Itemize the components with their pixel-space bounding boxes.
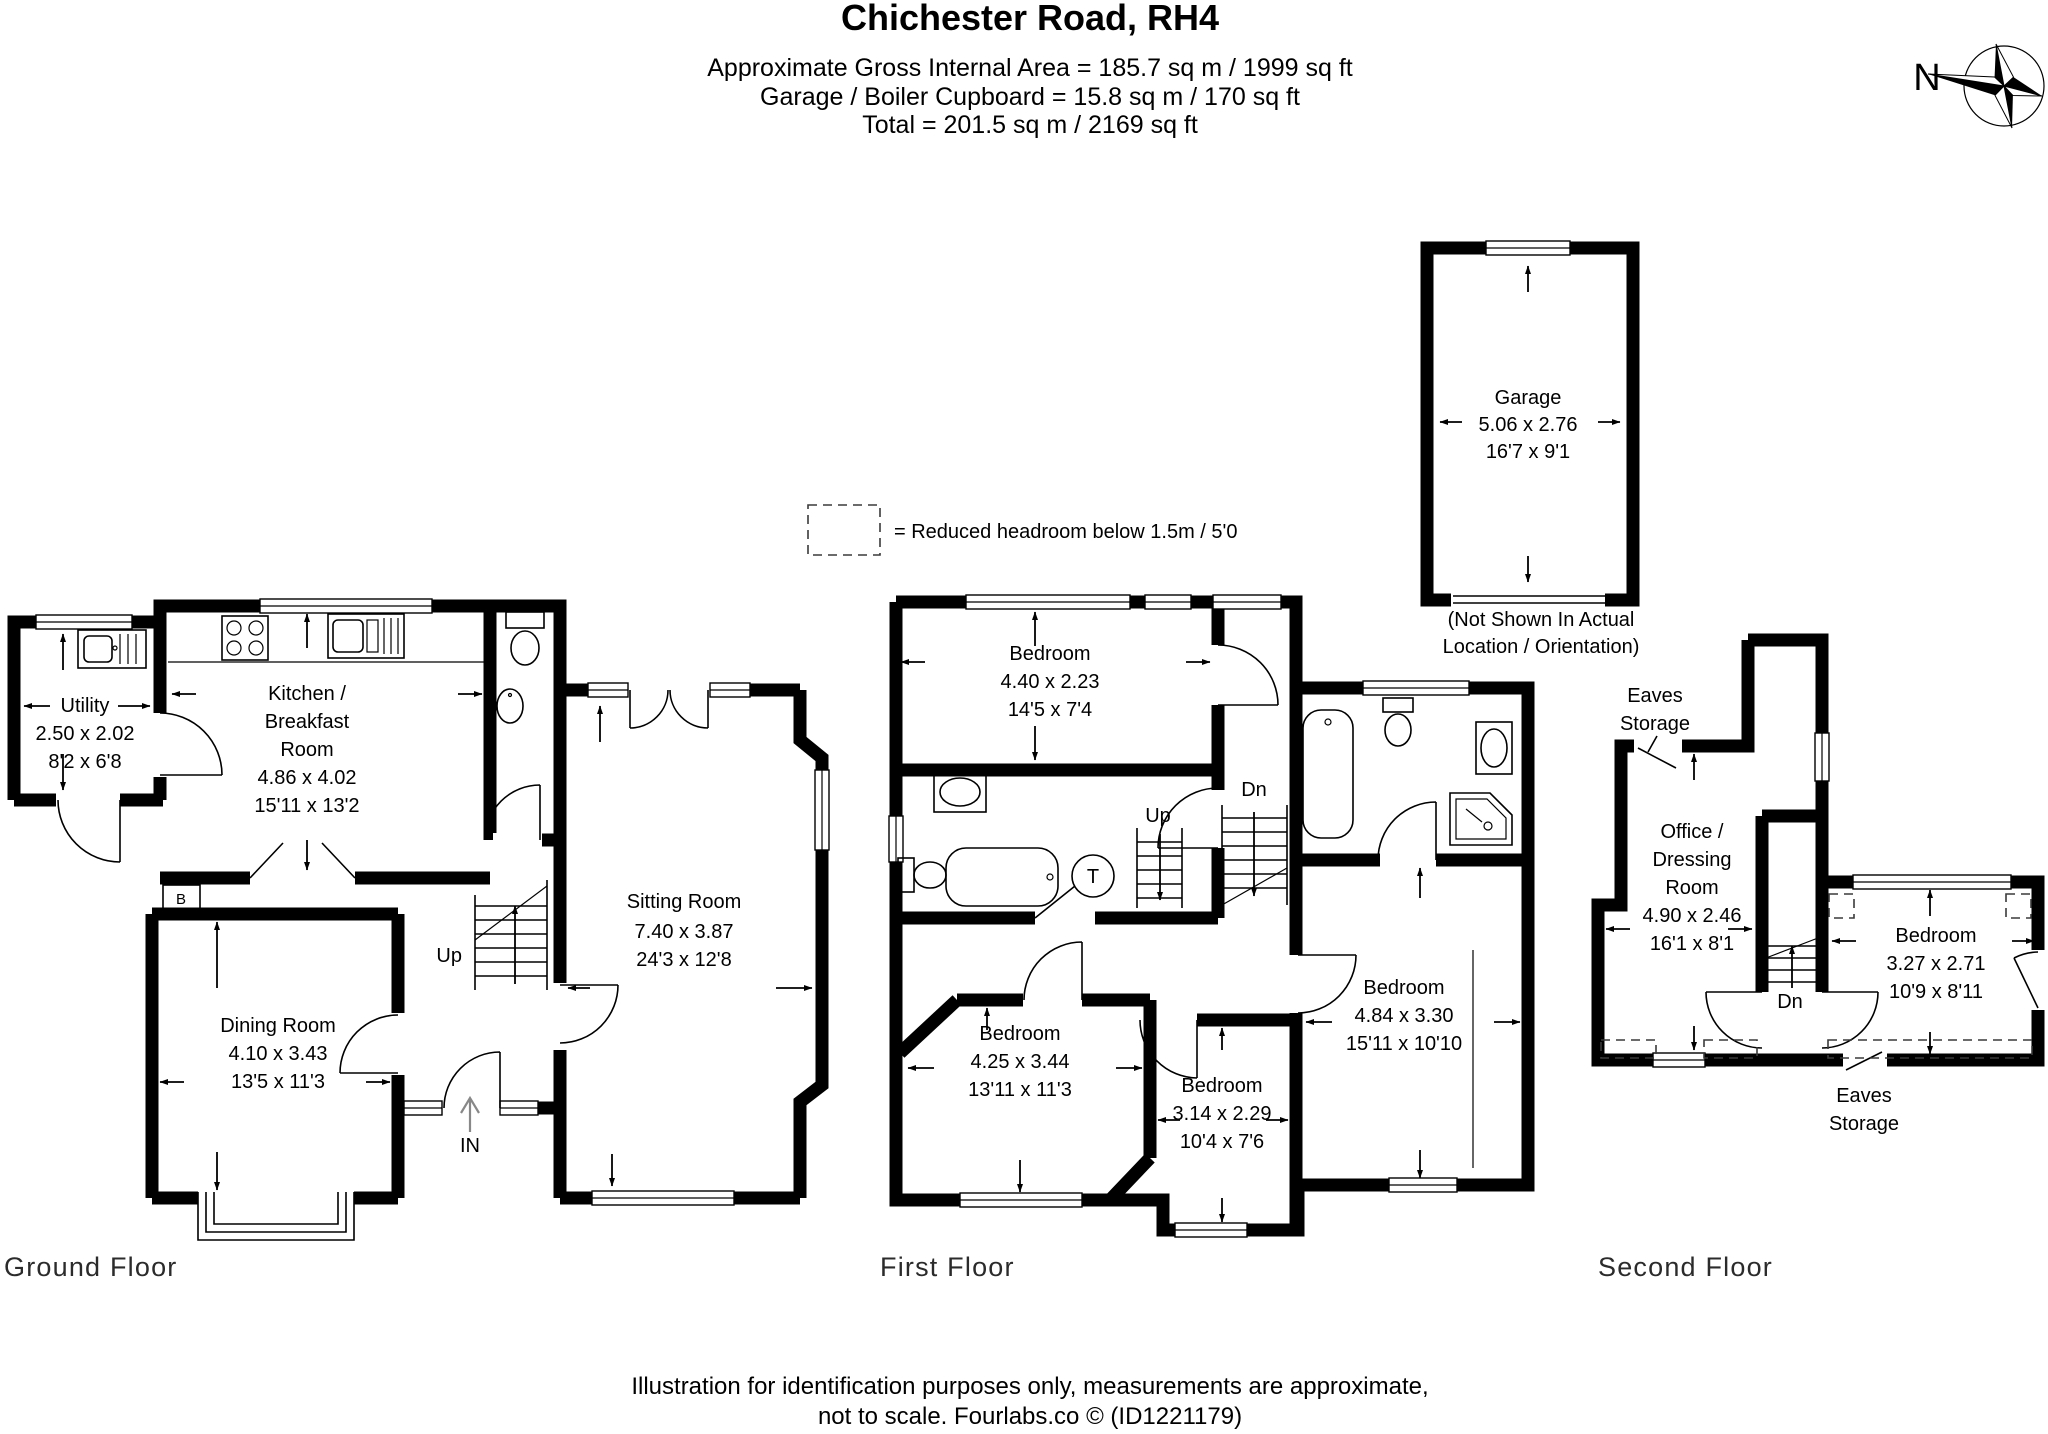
garage-door	[1451, 592, 1605, 608]
utility-imperial: 8'2 x 6'8	[48, 751, 121, 773]
gross-area-line: Approximate Gross Internal Area = 185.7 …	[707, 54, 1353, 82]
compass-icon: N	[1913, 43, 2045, 129]
office-label-1: Office /	[1661, 821, 1724, 843]
kitchen-imperial: 15'11 x 13'2	[254, 795, 359, 817]
reduced-headroom-areas	[1600, 893, 2033, 1059]
ground-dimension-arrows	[23, 613, 813, 1191]
bedroom1-label: Bedroom	[1009, 643, 1090, 665]
ground-door-openings	[56, 683, 710, 1115]
first-walls	[889, 595, 1535, 1237]
ground-doors	[57, 689, 709, 1109]
disclaimer-line-1: Illustration for identification purposes…	[631, 1373, 1428, 1400]
ground-floor-label: Ground Floor	[4, 1252, 177, 1282]
garage-label: Garage	[1495, 387, 1562, 409]
bedroom2-label: Bedroom	[979, 1023, 1060, 1045]
kitchen-label-1: Kitchen /	[268, 683, 346, 705]
first-floor-label: First Floor	[880, 1252, 1015, 1282]
office-label-2: Dressing	[1653, 849, 1732, 871]
eaves-storage-bottom-1: Eaves	[1836, 1085, 1892, 1107]
first-bathroom-fixtures: T	[897, 771, 1115, 907]
bedroom4-label: Bedroom	[1363, 977, 1444, 999]
boiler-label: B	[176, 891, 186, 908]
page-title: Chichester Road, RH4	[841, 0, 1219, 38]
ground-stairs	[474, 880, 548, 990]
bedroom2-metric: 4.25 x 3.44	[971, 1051, 1070, 1073]
first-dimension-arrows	[900, 611, 1521, 1223]
first-windows	[888, 594, 1470, 1238]
total-area-line: Total = 201.5 sq m / 2169 sq ft	[862, 111, 1198, 139]
kitchen-hob	[221, 615, 269, 661]
bedroom1-imperial: 14'5 x 7'4	[1008, 699, 1092, 721]
bedroom2-imperial: 13'11 x 11'3	[968, 1079, 1072, 1101]
kitchen-label-3: Room	[280, 739, 333, 761]
boiler-cupboard: B	[162, 884, 201, 913]
second-openings	[1634, 739, 2045, 1067]
disclaimer-line-2: not to scale. Fourlabs.co © (ID1221179)	[818, 1403, 1242, 1430]
dining-bay-window	[197, 1191, 355, 1241]
second-stairs	[1765, 936, 1819, 992]
sitting-room-metric: 7.40 x 3.87	[635, 921, 734, 943]
office-imperial: 16'1 x 8'1	[1650, 933, 1734, 955]
cloakroom-basin	[496, 688, 524, 724]
first-dn-label: Dn	[1241, 779, 1267, 801]
bedroom1-metric: 4.40 x 2.23	[1001, 671, 1100, 693]
garage-window	[1485, 240, 1571, 256]
first-up-label: Up	[1145, 805, 1171, 827]
bedroom4-metric: 4.84 x 3.30	[1355, 1005, 1454, 1027]
header: Chichester Road, RH4 Approximate Gross I…	[707, 0, 1353, 139]
eaves-storage-bottom-2: Storage	[1829, 1113, 1899, 1135]
north-label: N	[1913, 57, 1940, 99]
garage-note-1: (Not Shown In Actual	[1448, 609, 1635, 631]
dining-room-imperial: 13'5 x 11'3	[231, 1071, 325, 1093]
ground-windows	[35, 598, 830, 1206]
second-floor-plan: Eaves Storage Office / Dressing Room 4.9…	[1591, 633, 2045, 1135]
second-windows	[1652, 732, 2012, 1068]
second-doors	[1637, 735, 2039, 1071]
second-bedroom-metric: 3.27 x 2.71	[1887, 953, 1986, 975]
garage-imperial: 16'7 x 9'1	[1486, 441, 1570, 463]
office-metric: 4.90 x 2.46	[1643, 905, 1742, 927]
utility-label: Utility	[61, 695, 110, 717]
garage-metric: 5.06 x 2.76	[1479, 414, 1578, 436]
entrance-label: IN	[460, 1135, 480, 1157]
dining-room-metric: 4.10 x 3.43	[229, 1043, 328, 1065]
office-label-3: Room	[1665, 877, 1718, 899]
first-stairs	[1136, 805, 1288, 908]
garage-plan: Garage 5.06 x 2.76 16'7 x 9'1 (Not Shown…	[1420, 240, 1640, 658]
bedroom4-imperial: 15'11 x 10'10	[1346, 1033, 1462, 1055]
sitting-room-imperial: 24'3 x 12'8	[636, 949, 732, 971]
eaves-storage-top-1: Eaves	[1627, 685, 1683, 707]
ground-up-label: Up	[436, 945, 462, 967]
garage-note-2: Location / Orientation)	[1443, 636, 1640, 658]
entrance-arrow-icon	[460, 1095, 480, 1132]
garage-area-line: Garage / Boiler Cupboard = 15.8 sq m / 1…	[760, 83, 1300, 111]
second-bedroom-imperial: 10'9 x 8'11	[1889, 981, 1983, 1003]
footer: Illustration for identification purposes…	[631, 1373, 1428, 1430]
dining-room-label: Dining Room	[220, 1015, 336, 1037]
first-floor-plan: T	[888, 594, 1535, 1238]
reduced-headroom-legend: = Reduced headroom below 1.5m / 5'0	[807, 504, 1237, 556]
ground-floor-plan: B Utility 2.50 x 2.02 8'2 x 6'8 Kitchen	[7, 598, 830, 1241]
bedroom3-metric: 3.14 x 2.29	[1173, 1103, 1272, 1125]
utility-sink	[77, 629, 147, 669]
eaves-storage-top-2: Storage	[1620, 713, 1690, 735]
second-dn-label: Dn	[1777, 991, 1803, 1013]
garage-dimension-arrows	[1439, 265, 1621, 583]
first-ensuite-fixtures	[1302, 697, 1513, 846]
sitting-room-label: Sitting Room	[627, 891, 742, 913]
kitchen-sink	[327, 613, 405, 659]
kitchen-label-2: Breakfast	[265, 711, 350, 733]
bedroom3-imperial: 10'4 x 7'6	[1180, 1131, 1264, 1153]
cloakroom-toilet	[505, 611, 545, 666]
legend-label: = Reduced headroom below 1.5m / 5'0	[894, 521, 1237, 543]
kitchen-metric: 4.86 x 4.02	[258, 767, 357, 789]
second-bedroom-label: Bedroom	[1895, 925, 1976, 947]
tank-label: T	[1087, 866, 1099, 888]
second-dimension-arrows	[1605, 753, 2035, 1055]
utility-metric: 2.50 x 2.02	[36, 723, 135, 745]
bedroom3-label: Bedroom	[1181, 1075, 1262, 1097]
second-floor-label: Second Floor	[1598, 1252, 1773, 1282]
